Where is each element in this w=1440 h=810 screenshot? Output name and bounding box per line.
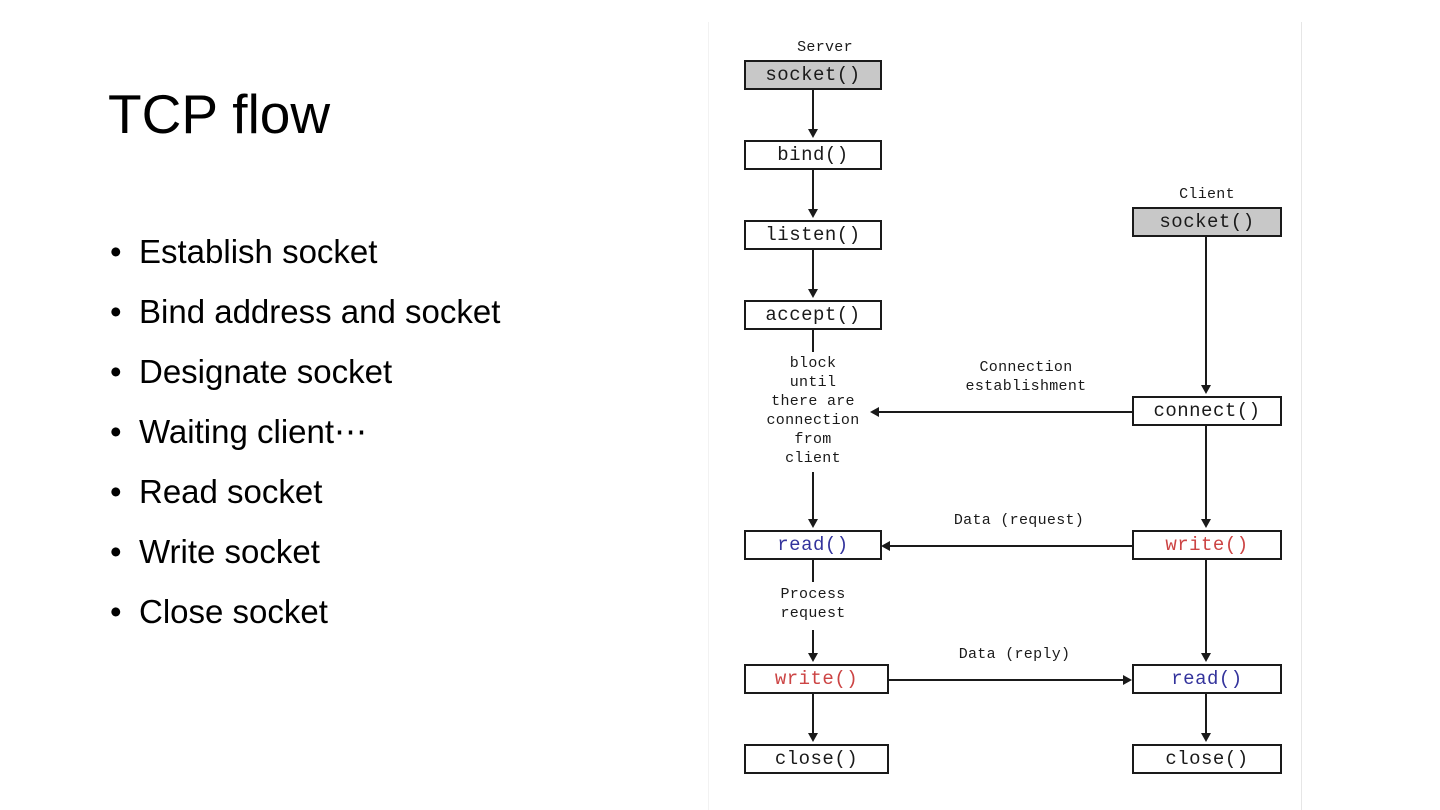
- connector-line: [1205, 237, 1207, 387]
- label-block-until-connection: block until there are connection from cl…: [766, 355, 860, 467]
- arrow-down-icon: [808, 653, 818, 662]
- node-server-listen[interactable]: listen(): [744, 220, 882, 250]
- connector-line: [889, 679, 1124, 681]
- node-server-read[interactable]: read(): [744, 530, 882, 560]
- list-item: • Designate socket: [110, 342, 690, 402]
- bullet-marker-icon: •: [110, 353, 122, 390]
- list-item-label: Designate socket: [139, 353, 393, 390]
- page-title: TCP flow: [108, 83, 331, 145]
- text-panel: TCP flow • Establish socket • Bind address…: [0, 0, 700, 810]
- list-item: • Write socket: [110, 522, 690, 582]
- bullet-marker-icon: •: [110, 413, 122, 450]
- list-item-label: Bind address and socket: [139, 293, 501, 330]
- server-column-header: Server: [797, 39, 853, 56]
- connector-line: [812, 330, 814, 352]
- bullet-marker-icon: •: [110, 233, 122, 270]
- list-item-label: Write socket: [139, 533, 320, 570]
- node-server-close[interactable]: close(): [744, 744, 889, 774]
- bullet-marker-icon: •: [110, 593, 122, 630]
- label-data-reply: Data (reply): [958, 646, 1071, 663]
- node-server-write[interactable]: write(): [744, 664, 889, 694]
- connector-line: [877, 411, 1133, 413]
- arrow-left-icon: [881, 541, 890, 551]
- connector-line: [1205, 694, 1207, 735]
- bullet-marker-icon: •: [110, 293, 122, 330]
- node-server-bind[interactable]: bind(): [744, 140, 882, 170]
- node-client-socket[interactable]: socket(): [1132, 207, 1282, 237]
- arrow-down-icon: [1201, 653, 1211, 662]
- connector-line: [812, 630, 814, 655]
- bullet-marker-icon: •: [110, 533, 122, 570]
- connector-line: [1205, 426, 1207, 521]
- connector-line: [889, 545, 1133, 547]
- list-item: • Establish socket: [110, 222, 690, 282]
- list-item-label: Establish socket: [139, 233, 378, 270]
- arrow-down-icon: [808, 289, 818, 298]
- list-item: • Bind address and socket: [110, 282, 690, 342]
- node-client-close[interactable]: close(): [1132, 744, 1282, 774]
- connector-line: [812, 170, 814, 211]
- list-item: • Read socket: [110, 462, 690, 522]
- bullet-list: • Establish socket • Bind address and sock…: [110, 222, 690, 642]
- connector-line: [812, 472, 814, 521]
- arrow-right-icon: [1123, 675, 1132, 685]
- label-data-request: Data (request): [953, 512, 1085, 529]
- bullet-marker-icon: •: [110, 473, 122, 510]
- connector-line: [812, 90, 814, 131]
- label-process-request: Process request: [780, 586, 846, 622]
- node-client-connect[interactable]: connect(): [1132, 396, 1282, 426]
- node-client-read[interactable]: read(): [1132, 664, 1282, 694]
- client-column-header: Client: [1179, 186, 1235, 203]
- arrow-down-icon: [808, 519, 818, 528]
- node-client-write[interactable]: write(): [1132, 530, 1282, 560]
- arrow-down-icon: [808, 209, 818, 218]
- list-item: • Waiting client⋯: [110, 402, 690, 462]
- arrow-down-icon: [808, 129, 818, 138]
- list-item: • Close socket: [110, 582, 690, 642]
- list-item-label: Read socket: [139, 473, 323, 510]
- node-server-socket[interactable]: socket(): [744, 60, 882, 90]
- connector-line: [812, 250, 814, 291]
- arrow-down-icon: [1201, 519, 1211, 528]
- arrow-left-icon: [870, 407, 879, 417]
- arrow-down-icon: [1201, 385, 1211, 394]
- connector-line: [1205, 560, 1207, 655]
- connector-line: [812, 560, 814, 582]
- label-connection-establishment: Connection establishment: [965, 359, 1087, 395]
- arrow-down-icon: [808, 733, 818, 742]
- list-item-label: Waiting client⋯: [139, 413, 368, 450]
- connector-line: [812, 694, 814, 735]
- arrow-down-icon: [1201, 733, 1211, 742]
- list-item-label: Close socket: [139, 593, 328, 630]
- tcp-flow-diagram: Server Client socket() bind() listen() a…: [708, 22, 1302, 810]
- node-server-accept[interactable]: accept(): [744, 300, 882, 330]
